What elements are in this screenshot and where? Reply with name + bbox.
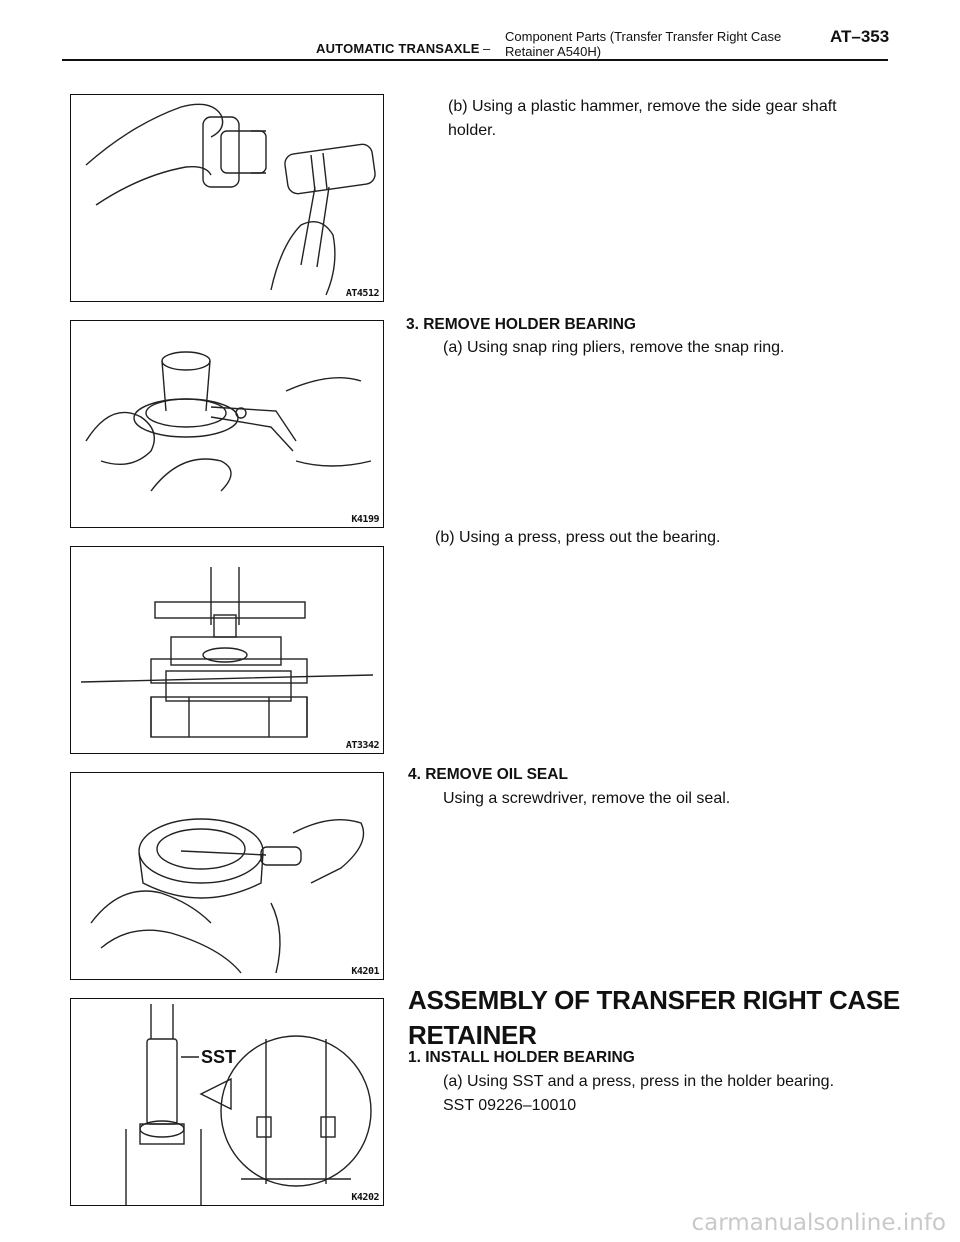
figure-code: AT3342 [345,740,380,751]
step-2b-text: (b) Using a plastic hammer, remove the s… [448,98,837,139]
assembly-heading: ASSEMBLY OF TRANSFER RIGHT CASE RETAINER [408,985,900,1050]
figure-snap-ring-pliers: K4199 [70,320,384,528]
sst-label: SST [201,1047,237,1067]
snap-ring-pliers-illustration [85,351,372,492]
sst-number: SST 09226–10010 [443,1097,577,1114]
step-3a-text: (a) Using snap ring pliers, remove the s… [443,339,785,356]
header-dash: – [483,41,491,56]
header-section-label: AUTOMATIC TRANSAXLE [316,41,480,56]
step-3-title: 3. REMOVE HOLDER BEARING [406,316,636,333]
assembly-step-1-title: 1. INSTALL HOLDER BEARING [408,1049,635,1066]
figure-code: AT4512 [345,288,380,299]
assembly-step-1a-text: (a) Using SST and a press, press in the … [443,1073,835,1090]
screwdriver-oil-seal-illustration [90,818,365,974]
figure-code: K4201 [351,966,379,977]
step-4-text: Using a screwdriver, remove the oil seal… [443,790,731,807]
figure-press: AT3342 [70,546,384,754]
figure-sst-press: SST K4202 [70,998,384,1206]
watermark: carmanualsonline.info [691,1210,946,1236]
figure-code: K4202 [351,1192,379,1203]
figure-oil-seal: K4201 [70,772,384,980]
sst-press-illustration [125,1004,372,1205]
figure-code: K4199 [351,514,379,525]
step-4-title: 4. REMOVE OIL SEAL [408,766,568,783]
press-illustration [80,567,374,738]
page-number: AT–353 [830,27,890,46]
figure-plastic-hammer: AT4512 [70,94,384,302]
step-3b-text: (b) Using a press, press out the bearing… [435,529,721,546]
header-divider [62,59,888,61]
plastic-hammer-illustration [85,103,376,296]
header-title: Component Parts (Transfer Transfer Right… [505,29,782,59]
